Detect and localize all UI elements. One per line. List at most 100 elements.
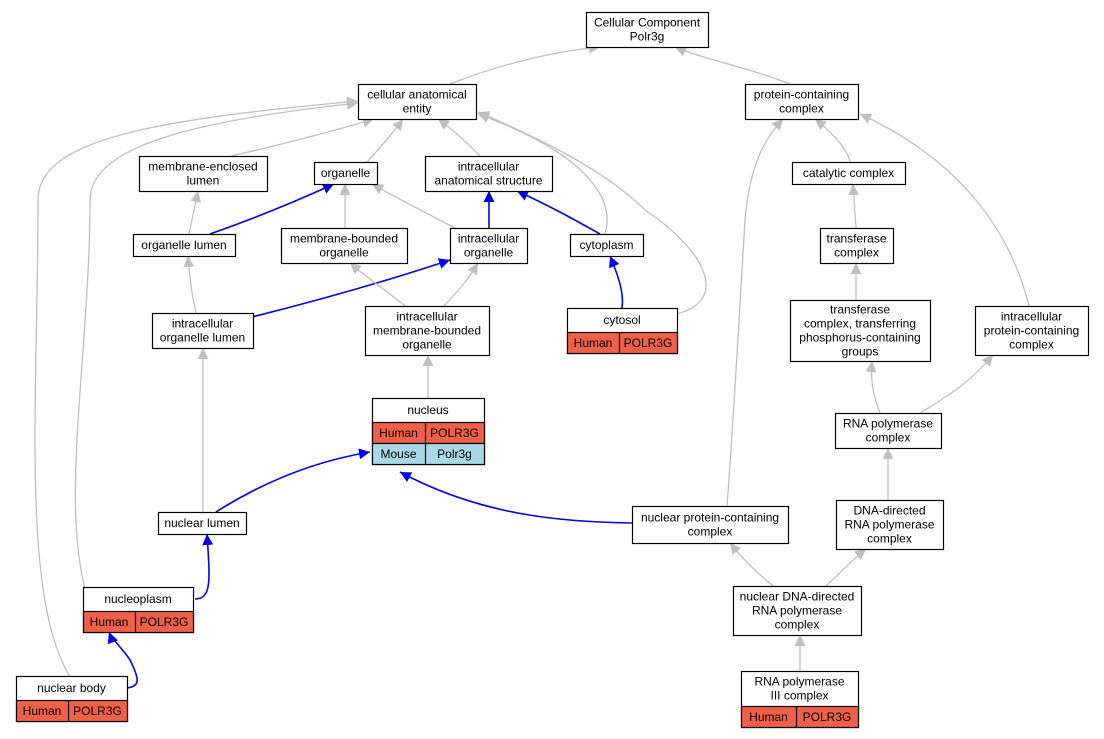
edge-mel-to-cae (230, 116, 375, 157)
node-nl[interactable]: nuclear lumen (157, 511, 248, 536)
node-title-line: organelle (319, 246, 369, 260)
edge-nddrp-to-npcc (729, 542, 774, 587)
edge-nb-to-cae (34, 96, 359, 681)
node-box (789, 299, 932, 363)
node-title-line: complex (779, 102, 824, 116)
node-title-line: complex (775, 618, 820, 632)
mouse-row (371, 442, 486, 466)
node-title-line: nuclear body (37, 681, 106, 695)
node-box (151, 312, 255, 350)
species-label: Human (90, 615, 129, 629)
node-box (138, 155, 269, 193)
edge-npcc-to-pcc (726, 118, 784, 507)
node-box (364, 305, 491, 357)
node-title-line: anatomical structure (434, 174, 542, 188)
edge-org-to-cae (366, 118, 404, 163)
gene-label: POLR3G (140, 615, 189, 629)
node-title-line: cytosol (603, 313, 640, 327)
node-title-line: nuclear DNA-directed (740, 590, 855, 604)
edge-np-to-cae (74, 98, 359, 593)
node-org[interactable]: organelle (313, 161, 379, 186)
node-title-line: Polr3g (630, 30, 665, 44)
node-box (132, 233, 237, 258)
gene-label: POLR3G (430, 426, 479, 440)
node-title-line: RNA polymerase (754, 675, 844, 689)
node-title-line: organelle (402, 338, 452, 352)
node-title-line: phosphorus-containing (799, 331, 920, 345)
edge-cyto-to-ias (516, 190, 601, 235)
edge-pcc-to-cc (674, 46, 791, 85)
node-title-line: protein-containing (984, 324, 1079, 338)
node-title-line: intracellular (458, 232, 519, 246)
edges-layer (34, 42, 1030, 689)
node-box (744, 83, 860, 121)
node-title-line: cytoplasm (579, 238, 633, 252)
edge-cytosol-to-cae (477, 111, 707, 315)
gene-label: Polr3g (437, 447, 472, 461)
node-title-line: complex (1009, 338, 1054, 352)
node-title-line: nucleus (407, 403, 448, 417)
edge-cat-to-pcc (814, 118, 851, 163)
human-row (740, 705, 860, 729)
node-title-line: lumen (187, 174, 220, 188)
node-box (631, 505, 790, 545)
node-box (449, 227, 529, 265)
species-label: Human (379, 426, 418, 440)
node-box (791, 161, 907, 186)
node-title-line: nucleoplasm (104, 592, 171, 606)
node-box (585, 11, 710, 49)
node-cat[interactable]: catalytic complex (791, 161, 907, 186)
human-row (82, 610, 195, 634)
node-box (732, 585, 863, 637)
node-box (819, 227, 895, 265)
node-title-line: organelle lumen (141, 238, 226, 252)
node-box (313, 161, 379, 186)
species-label: Human (23, 704, 62, 718)
node-title-line: complex (688, 525, 733, 539)
node-orgl[interactable]: organelle lumen (132, 233, 237, 258)
node-title-line: intracellular (172, 317, 233, 331)
node-box (974, 305, 1090, 357)
node-box (357, 83, 478, 121)
node-box (834, 412, 943, 450)
edge-imbo-to-mbo (349, 262, 406, 307)
node-title-line: catalytic complex (803, 166, 894, 180)
node-title-line: nuclear protein-containing (641, 511, 779, 525)
edge-nddrp-to-ddrp (825, 548, 867, 587)
node-box (280, 227, 409, 265)
edge-iol-to-orgl (183, 255, 197, 314)
edge-cae-to-cc (449, 42, 601, 85)
edge-ipcc-to-pcc (859, 113, 1030, 307)
gene-label: POLR3G (73, 704, 122, 718)
gene-label: POLR3G (624, 336, 673, 350)
edge-ias-to-cae (437, 118, 481, 157)
node-title-line: membrane-bounded (290, 232, 398, 246)
edge-io-to-org (371, 183, 456, 229)
node-title-line: protein-containing (754, 88, 849, 102)
edge-tc-to-cat (848, 183, 860, 229)
edge-orgl-to-mel (188, 190, 202, 235)
node-cyto[interactable]: cytoplasm (569, 233, 645, 258)
